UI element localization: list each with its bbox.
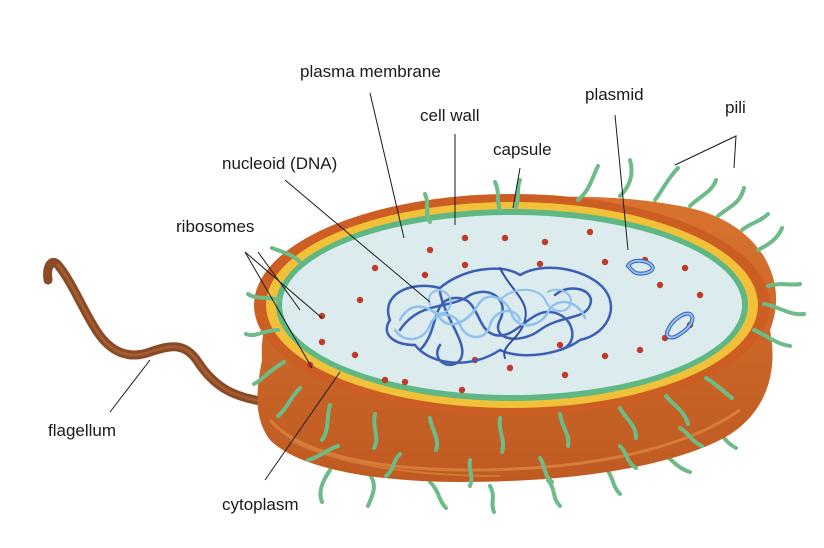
ribosome: [587, 229, 593, 235]
label-plasma-membrane: plasma membrane: [300, 62, 441, 81]
ribosome: [697, 292, 703, 298]
ribosome: [562, 372, 568, 378]
ribosome: [507, 365, 513, 371]
ribosome: [682, 265, 688, 271]
label-plasmid: plasmid: [585, 85, 644, 104]
label-cell-wall: cell wall: [420, 106, 480, 125]
ribosome: [352, 352, 358, 358]
ribosome: [372, 265, 378, 271]
ribosome: [542, 239, 548, 245]
ribosome: [462, 262, 468, 268]
ribosome: [462, 235, 468, 241]
label-nucleoid: nucleoid (DNA): [222, 154, 337, 173]
ribosome: [319, 339, 325, 345]
ribosome: [422, 272, 428, 278]
label-pili: pili: [725, 98, 746, 117]
flagellum: [48, 262, 268, 402]
ribosome: [657, 282, 663, 288]
ribosome: [427, 247, 433, 253]
ribosome: [459, 387, 465, 393]
ribosome: [382, 377, 388, 383]
ribosome: [637, 347, 643, 353]
ribosome: [602, 259, 608, 265]
ribosome: [537, 261, 543, 267]
label-capsule: capsule: [493, 140, 552, 159]
ribosome: [557, 342, 563, 348]
label-ribosomes: ribosomes: [176, 217, 254, 236]
ribosome: [602, 353, 608, 359]
label-cytoplasm: cytoplasm: [222, 495, 299, 514]
ribosome: [502, 235, 508, 241]
ribosome: [357, 297, 363, 303]
ribosome: [402, 379, 408, 385]
label-flagellum: flagellum: [48, 421, 116, 440]
